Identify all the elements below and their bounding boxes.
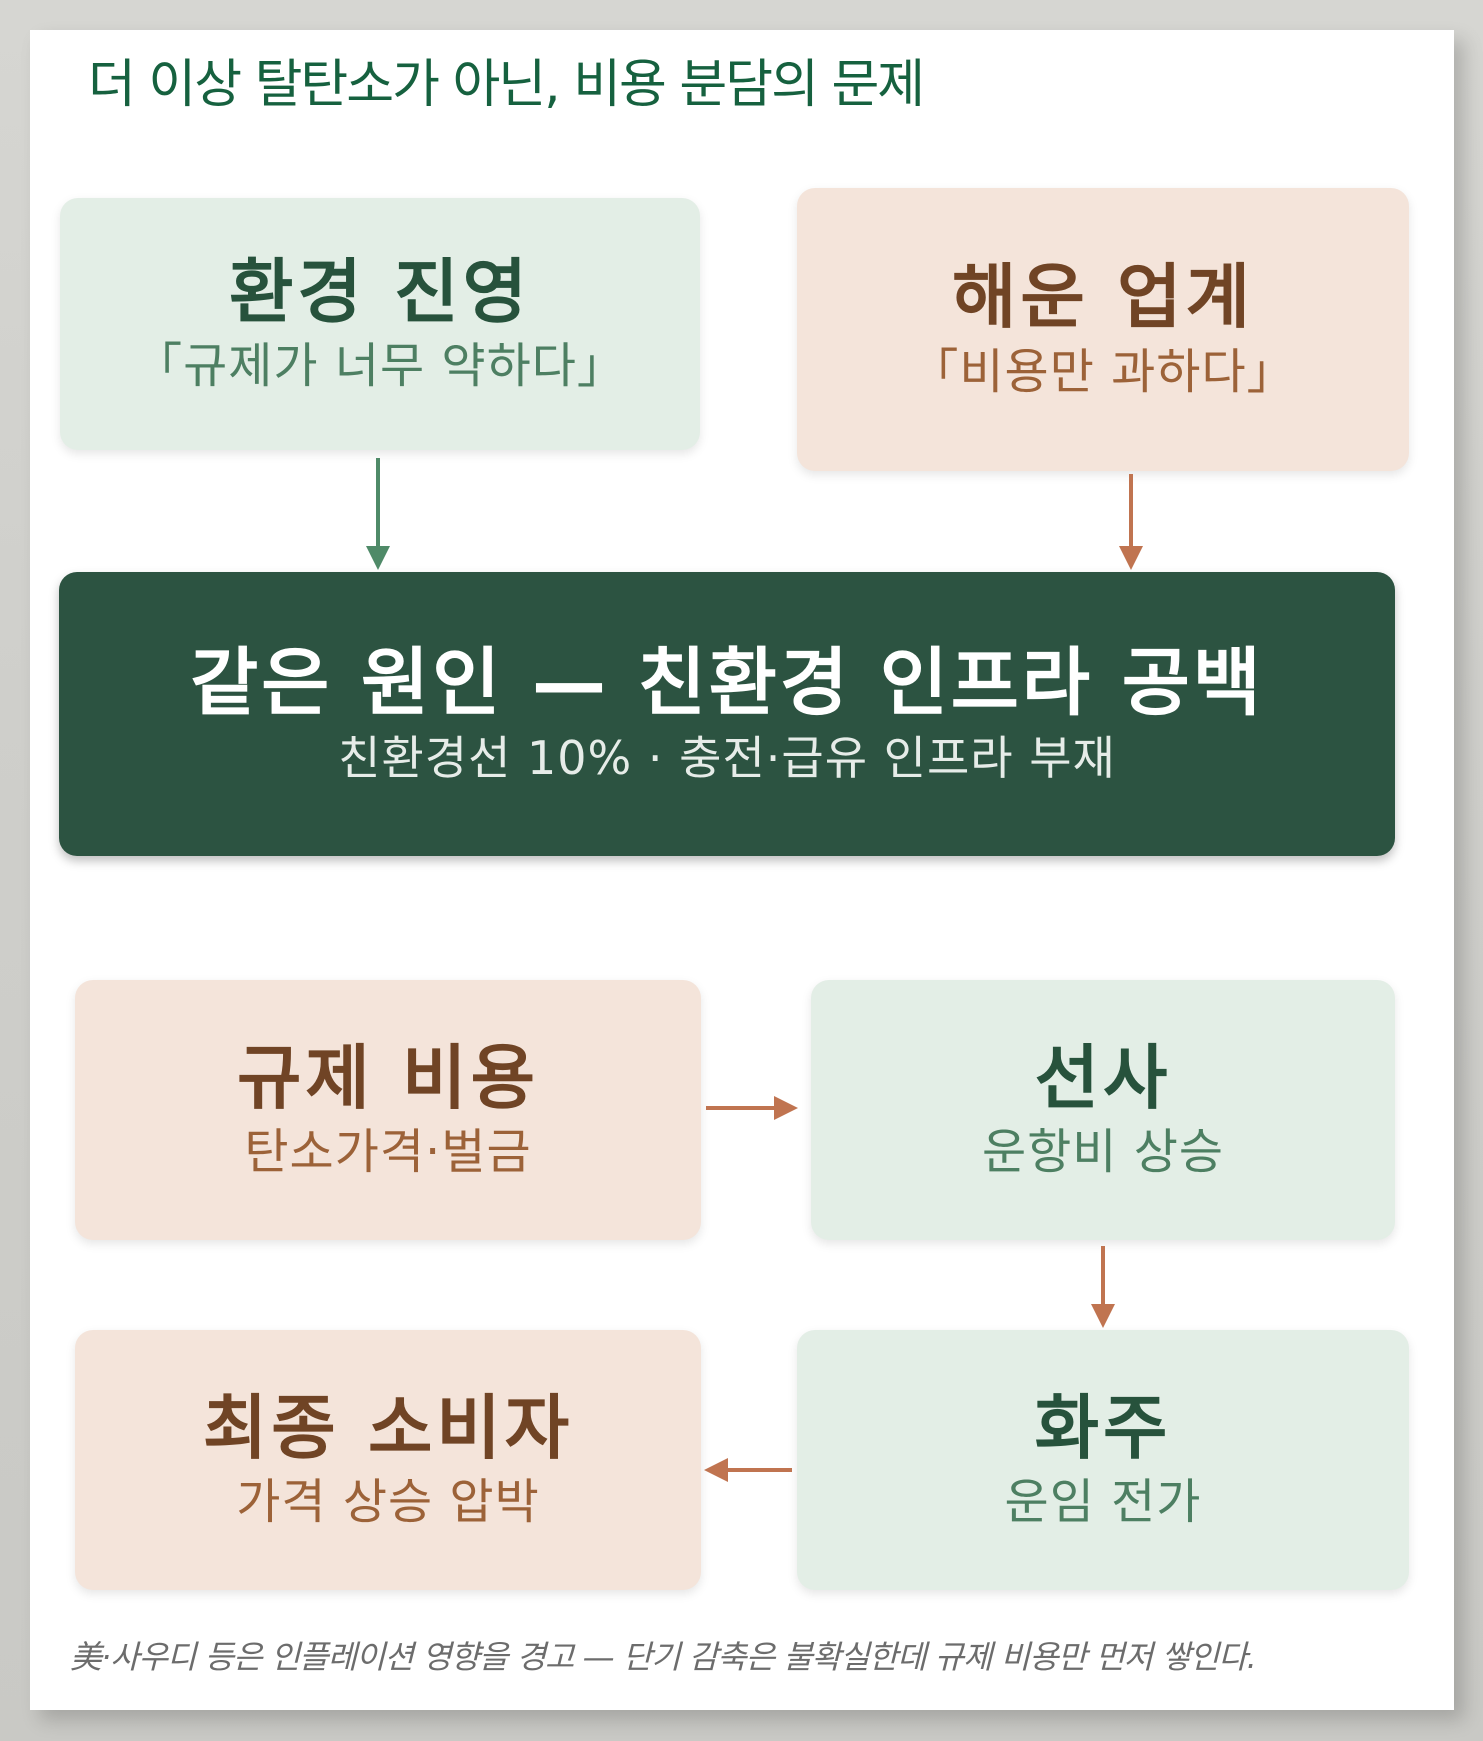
environment-camp-quote: 「규제가 너무 약하다」 [134, 338, 626, 395]
environment-camp-box: 환경 진영 「규제가 너무 약하다」 [60, 198, 700, 450]
flow-shipping-company-detail: 운항비 상승 [981, 1124, 1225, 1181]
page-title: 더 이상 탈탄소가 아닌, 비용 분담의 문제 [88, 55, 925, 115]
flow-regulation-cost-heading: 규제 비용 [237, 1036, 539, 1119]
flow-shipper-heading: 화주 [1034, 1386, 1172, 1469]
common-cause-detail: 친환경선 10% · 충전·급유 인프라 부재 [338, 730, 1116, 785]
shipping-industry-heading: 해운 업계 [952, 256, 1254, 339]
flow-shipping-company-heading: 선사 [1034, 1036, 1172, 1119]
flow-regulation-cost-detail: 탄소가격·벌금 [244, 1124, 532, 1181]
flow-end-consumer-heading: 최종 소비자 [202, 1386, 574, 1469]
arrow-shipping-to-cause [1119, 474, 1143, 570]
flow-box-shipper: 화주 운임 전가 [797, 1330, 1409, 1590]
common-cause-heading: 같은 원인 — 친환경 인프라 공백 [190, 639, 1264, 726]
flow-box-shipping-company: 선사 운항비 상승 [811, 980, 1395, 1240]
arrow-shipper-to-consumer [704, 1458, 792, 1482]
shipping-industry-quote: 「비용만 과하다」 [910, 343, 1296, 400]
shipping-industry-box: 해운 업계 「비용만 과하다」 [797, 188, 1409, 471]
common-cause-box: 같은 원인 — 친환경 인프라 공백 친환경선 10% · 충전·급유 인프라 … [59, 572, 1395, 856]
flow-box-regulation-cost: 규제 비용 탄소가격·벌금 [75, 980, 701, 1240]
footnote: 美·사우디 등은 인플레이션 영향을 경고 — 단기 감축은 불확실한데 규제 … [70, 1638, 1257, 1676]
flow-box-end-consumer: 최종 소비자 가격 상승 압박 [75, 1330, 701, 1590]
arrow-regulation-to-shipping-company [706, 1096, 798, 1120]
arrow-environment-to-cause [366, 458, 390, 570]
arrow-shipping-company-to-shipper [1091, 1246, 1115, 1328]
flow-end-consumer-detail: 가격 상승 압박 [236, 1474, 540, 1531]
environment-camp-heading: 환경 진영 [229, 250, 531, 333]
flow-shipper-detail: 운임 전가 [1004, 1474, 1202, 1531]
